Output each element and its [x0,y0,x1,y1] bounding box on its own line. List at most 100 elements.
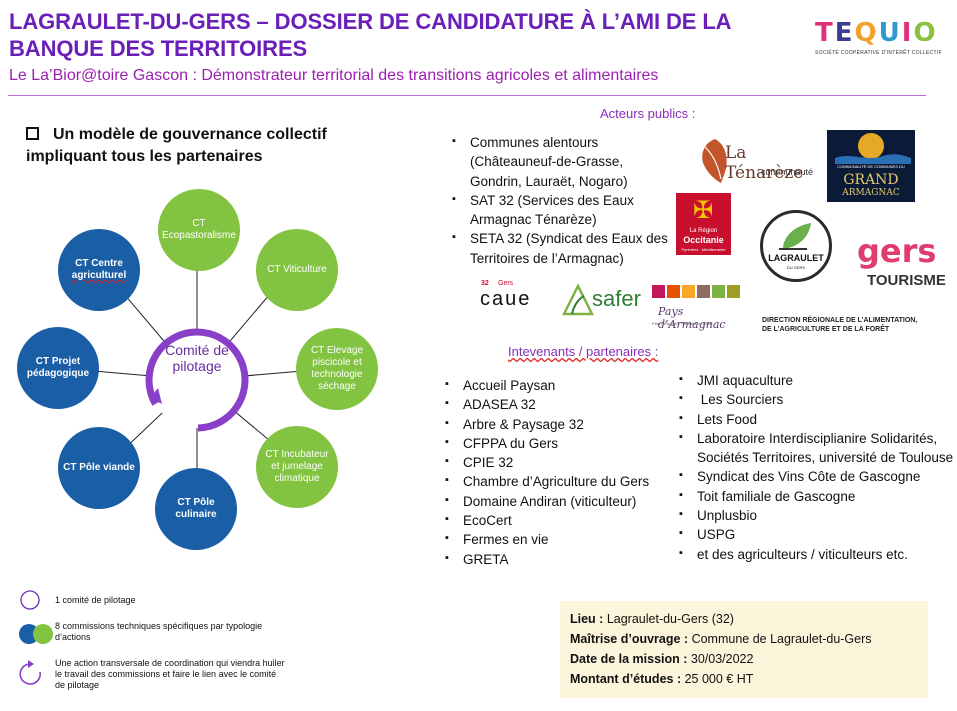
coordination-ring [145,328,249,432]
legend-symbols [19,590,53,685]
list-item: et des agriculteurs / viticulteurs etc. [677,544,955,564]
governance-diagram: Comité de pilotage CT Ecopastoralisme CT… [0,170,400,610]
tequio-wordmark: TEQUIO [815,18,938,48]
intervenants-heading-text: Intevenants / partenaires : [508,344,659,359]
grand-armagnac-name: GRAND [843,172,899,188]
header-divider [8,95,926,96]
comite-pilotage: Comité de pilotage [165,342,229,374]
safer-leaf-icon [562,284,594,316]
list-item: EcoCert [443,510,673,530]
list-item: Laboratoire Interdisciplianire Solidarit… [677,428,955,468]
pays-armagnac-icons [652,285,752,298]
project-info-box: Lieu : Lagraulet-du-Gers (32) Maîtrise d… [560,601,928,698]
info-moa-value: Commune de Lagraulet-du-Gers [688,632,872,646]
intervenants-list-left: Accueil Paysan ADASEA 32 Arbre & Paysage… [443,375,673,569]
list-item: JMI aquaculture [677,370,955,390]
list-item: Les Sourciers [677,389,955,409]
list-item: Unplusbio [677,505,955,525]
gers-name: gers [857,232,937,270]
grand-armagnac-emblem [835,133,911,164]
intervenants-list-right: JMI aquaculture Les Sourciers Lets Food … [677,370,955,564]
caue-name: caue [480,288,532,310]
info-lieu-value: Lagraulet-du-Gers (32) [603,612,734,626]
grape-leaf-icon [702,139,727,183]
occitanie-sub: Pyrénées · Méditerranée [681,247,726,252]
safer-logo: safer [562,284,654,324]
gers-sub: TOURISME [867,272,946,289]
ct-elevage: CT Elevage piscicole et technologie séch… [296,328,378,410]
legend-item-transversale: Une action transversale de coordination … [55,658,285,690]
list-item: Lets Food [677,409,955,429]
info-montant-label: Montant d’études : [570,672,682,686]
info-date: Date de la mission : 30/03/2022 [570,649,918,669]
legend-blue-dot-icon [19,624,39,644]
acteurs-heading: Acteurs publics : [600,106,696,121]
list-item: SAT 32 (Services des Eaux Armagnac Ténar… [450,190,672,230]
list-item: GRETA [443,549,673,569]
caue-num: 32 [481,280,489,287]
info-montant: Montant d’études : 25 000 € HT [570,669,918,689]
governance-heading-text: Un modèle de gouvernance collectif impli… [26,126,327,165]
grand-armagnac-top: COMMUNAUTÉ DE COMMUNES DU [837,164,905,169]
info-lieu-label: Lieu : [570,612,604,626]
list-item: Arbre & Paysage 32 [443,414,673,434]
caue-small: Gers [498,280,514,287]
list-item: SETA 32 (Syndicat des Eaux des Territoir… [450,228,672,268]
tenareze-logo: La Ténarèze communauté [695,133,815,188]
occitan-cross-icon: ✠ [692,197,714,224]
info-montant-value: 25 000 € HT [681,672,754,686]
grand-armagnac-logo: COMMUNAUTÉ DE COMMUNES DU GRAND ARMAGNAC [827,130,915,202]
list-item: Fermes en vie [443,529,673,549]
list-item: CFPPA du Gers [443,433,673,453]
list-item: Chambre d’Agriculture du Gers [443,471,673,491]
tequio-tagline: SOCIÉTÉ COOPÉRATIVE D'INTÉRÊT COLLECTIF [815,50,942,56]
list-item: Communes alentours (Châteauneuf-de-Grass… [450,132,672,191]
occitanie-top: La Région [689,228,718,234]
info-date-label: Date de la mission : [570,652,688,666]
draaf-line1: DIRECTION RÉGIONALE DE L’ALIMENTATION, [762,317,918,324]
list-item: USPG [677,524,955,544]
draaf-logo: DIRECTION RÉGIONALE DE L’ALIMENTATION, D… [762,316,952,338]
occitanie-name: Occitanie [683,235,724,245]
legend-item-commissions: 8 commissions techniques spécifiques par… [55,621,263,642]
info-lieu: Lieu : Lagraulet-du-Gers (32) [570,609,918,629]
info-date-value: 30/03/2022 [687,652,754,666]
page-subtitle: Le La’Bior@toire Gascon : Démonstrateur … [9,67,659,84]
draaf-line2: DE L’AGRICULTURE ET DE LA FORÊT [762,326,890,333]
page-title: LAGRAULET-DU-GERS – DOSSIER DE CANDIDATU… [9,9,731,61]
lagraulet-logo: LAGRAULET DU GERS [760,210,832,282]
caue-logo: 32 Gers caue [476,280,556,320]
hand-leaf-icon [779,223,811,250]
ct-centre-line2: agriculturel [71,270,127,281]
list-item: CPIE 32 [443,452,673,472]
pays-armagnac-logo: Pays d’Armagnac Pôle d’Équilibre Territo… [652,285,752,335]
list-item: Syndicat des Vins Côte de Gascogne [677,466,955,486]
ct-projet-pedagogique: CT Projet pédagogique [17,327,99,409]
diagram-connectors [59,242,339,510]
legend-ring-icon [20,590,40,610]
info-moa: Maîtrise d’ouvrage : Commune de Lagraule… [570,629,918,649]
ring-arrow-icon [150,388,162,404]
ct-pole-culinaire: CT Pôle culinaire [155,468,237,550]
intervenants-heading: Intevenants / partenaires : [508,344,658,359]
list-item: Domaine Andiran (viticulteur) [443,491,673,511]
safer-name: safer [592,286,641,311]
legend-cycle-icon [19,663,41,685]
ct-centre-line1: CT Centre [75,258,123,269]
ct-incubateur: CT Incubateur et jumelage climatique [256,426,338,508]
ct-pole-viande: CT Pôle viande [58,427,140,509]
tenareze-name: La Ténarèze [725,143,804,183]
occitanie-logo: ✠ La Région Occitanie Pyrénées · Méditer… [676,193,731,255]
governance-heading: Un modèle de gouvernance collectif impli… [26,124,356,168]
ct-ecopastoralisme: CT Ecopastoralisme [158,189,240,271]
tequio-logo: TEQUIO SOCIÉTÉ COOPÉRATIVE D'INTÉRÊT COL… [815,18,942,64]
lagraulet-name: LAGRAULET [768,253,824,263]
list-item: Accueil Paysan [443,375,673,395]
legend-item-comite: 1 comité de pilotage [55,595,136,605]
ct-viticulture: CT Viticulture [256,229,338,311]
pays-armagnac-sub: Pôle d’Équilibre Territorial et Rural [652,321,713,326]
list-item: ADASEA 32 [443,394,673,414]
tenareze-sub: communauté [761,167,814,177]
pays-armagnac-name: Pays d’Armagnac [658,305,726,331]
